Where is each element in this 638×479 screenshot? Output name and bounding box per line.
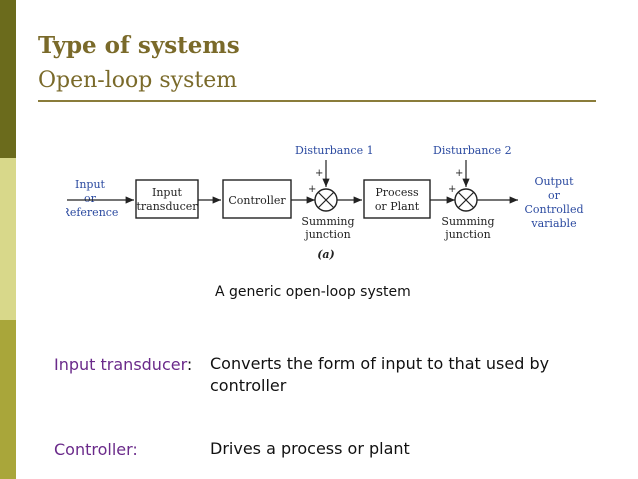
figure-tag: (a) xyxy=(317,248,335,261)
open-loop-block-diagram: Input or Reference Input transducer Cont… xyxy=(66,144,584,261)
output-label-line-3: Controlled xyxy=(524,203,583,216)
summing-junction-1-label-1: Summing xyxy=(301,215,354,228)
definition-text-controller: Drives a process or plant xyxy=(210,439,410,458)
diagram-caption: A generic open-loop system xyxy=(215,284,411,300)
side-bar-middle xyxy=(0,158,16,320)
junction-2-cross-b xyxy=(457,191,475,209)
summing-junction-2-label-1: Summing xyxy=(441,215,494,228)
plus-sign: + xyxy=(455,168,463,179)
plus-sign: + xyxy=(448,184,456,195)
term-text: Input transducer xyxy=(54,355,187,374)
slide-subtitle: Open-loop system xyxy=(38,68,238,93)
input-transducer-block xyxy=(135,179,199,219)
junction-1-cross-b xyxy=(317,191,335,209)
slide-title: Type of systems xyxy=(38,32,240,59)
definition-term-input-transducer: Input transducer: xyxy=(54,355,192,374)
output-label-line-2: or xyxy=(548,189,561,202)
process-line-2: or Plant xyxy=(375,200,420,213)
output-label: Output or Controlled variable xyxy=(524,175,583,230)
process-line-1: Process xyxy=(375,186,419,199)
summing-junction-1-label-2: junction xyxy=(303,228,350,241)
plus-sign: + xyxy=(308,184,316,195)
controller-block xyxy=(222,179,292,219)
output-label-line-1: Output xyxy=(534,175,574,188)
term-colon: : xyxy=(186,355,193,374)
output-label-line-4: variable xyxy=(530,217,576,230)
definition-term-controller: Controller: xyxy=(54,440,138,459)
disturbance-2-label: Disturbance 2 xyxy=(433,144,512,157)
input-label: Input or Reference xyxy=(66,178,118,219)
side-bar-bottom xyxy=(0,320,16,479)
input-transducer-line-1: Input xyxy=(152,186,183,199)
controller-label: Controller xyxy=(228,194,286,207)
input-label-line-1: Input xyxy=(75,178,106,191)
input-label-line-2: or xyxy=(84,192,97,205)
plus-sign: + xyxy=(315,168,323,179)
title-divider xyxy=(38,100,596,102)
summing-junction-2-label-2: junction xyxy=(443,228,490,241)
definition-text-input-transducer: Converts the form of input to that used … xyxy=(210,354,550,395)
input-label-line-3: Reference xyxy=(66,206,118,219)
side-bar-top xyxy=(0,0,16,158)
disturbance-1-label: Disturbance 1 xyxy=(295,144,374,157)
process-block xyxy=(363,179,431,219)
input-transducer-line-2: transducer xyxy=(136,200,198,213)
